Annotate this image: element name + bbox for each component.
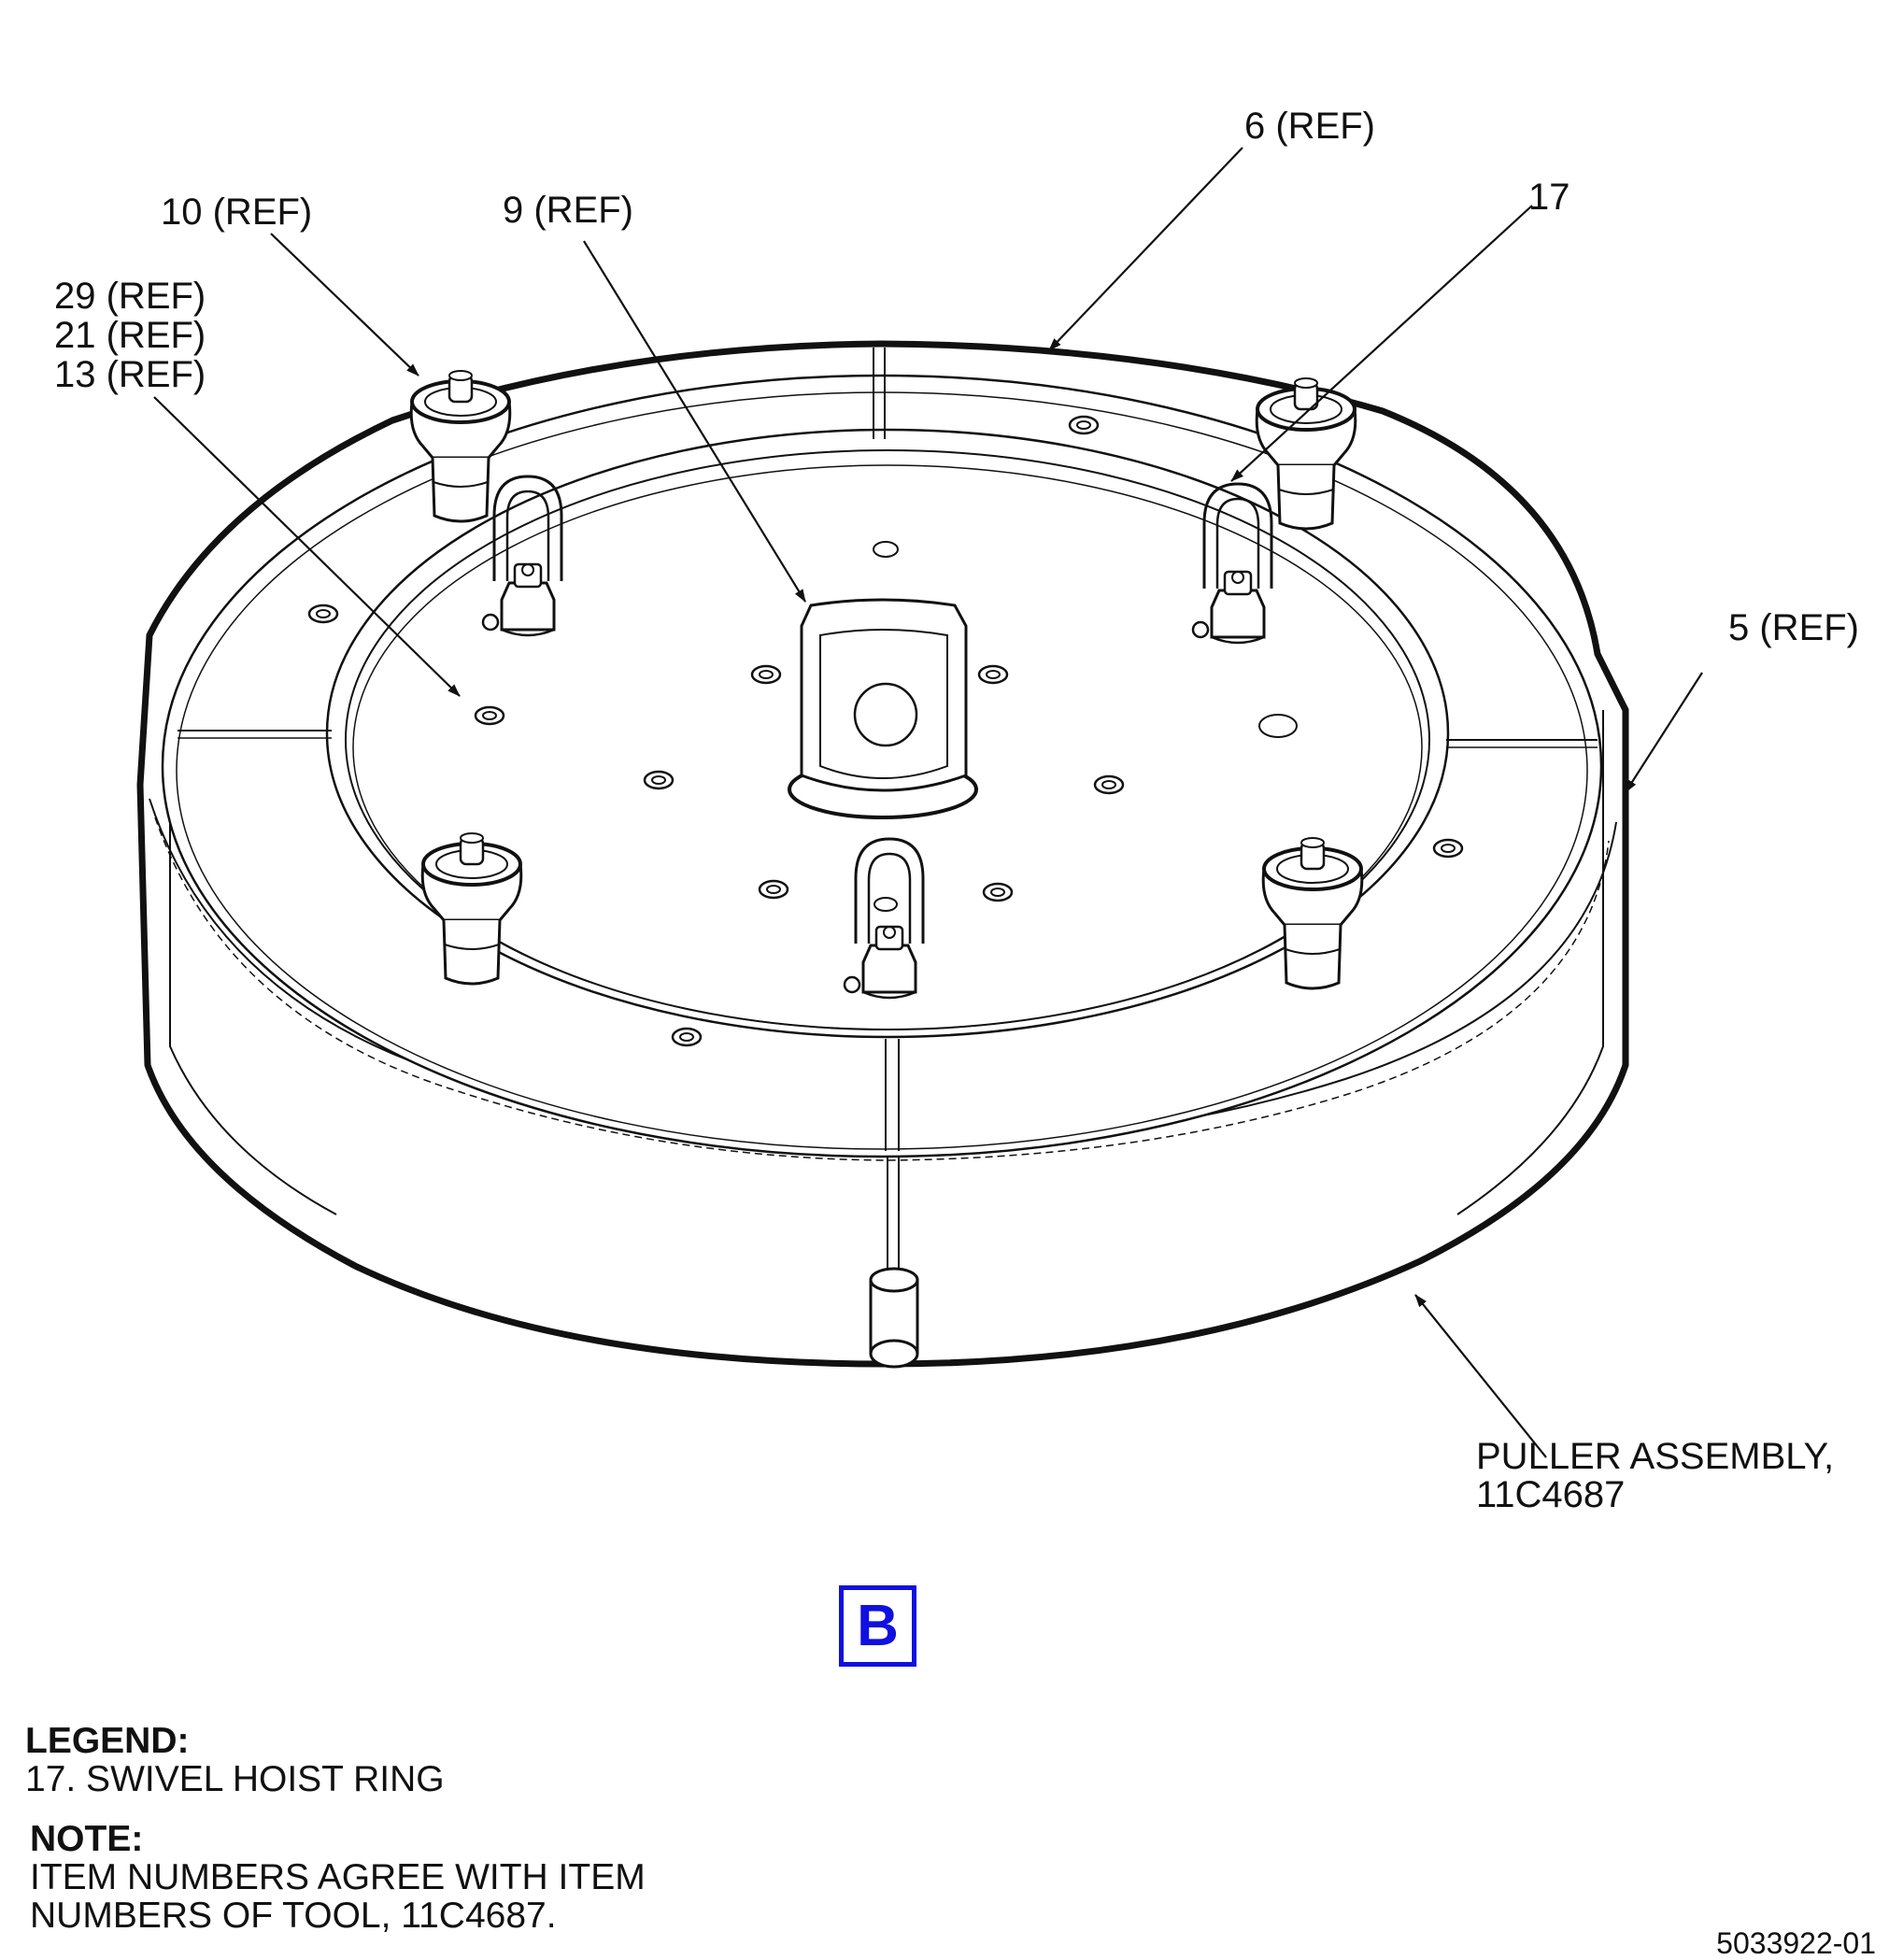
callout-puller-line2: 11C4687 [1476,1474,1625,1515]
view-label-badge: B [839,1585,916,1667]
note-line-1: ITEM NUMBERS AGREE WITH ITEM [30,1857,646,1897]
drawing-number: 5033922-01 [1716,1926,1876,1960]
callout-17: 17 [1528,177,1570,218]
note-line-2: NUMBERS OF TOOL, 11C4687. [30,1896,557,1936]
callout-29: 29 (REF) [54,276,206,317]
callout-13: 13 (REF) [54,354,206,395]
callout-5: 5 (REF) [1728,607,1859,648]
center-hub [788,541,1298,912]
legend-heading: LEGEND: [25,1721,190,1761]
leader-lines [153,147,1703,1458]
callout-6: 6 (REF) [1244,106,1375,147]
legend-item: 17. SWIVEL HOIST RING [25,1759,445,1799]
callout-10: 10 (REF) [161,192,312,233]
callout-puller-line1: PULLER ASSEMBLY, [1476,1436,1834,1477]
callout-21: 21 (REF) [54,315,206,356]
callouts: 6 (REF) 10 (REF) 9 (REF) 17 29 (REF) 21 … [54,106,1859,1515]
note-heading: NOTE: [30,1819,144,1859]
callout-9: 9 (REF) [503,190,633,231]
